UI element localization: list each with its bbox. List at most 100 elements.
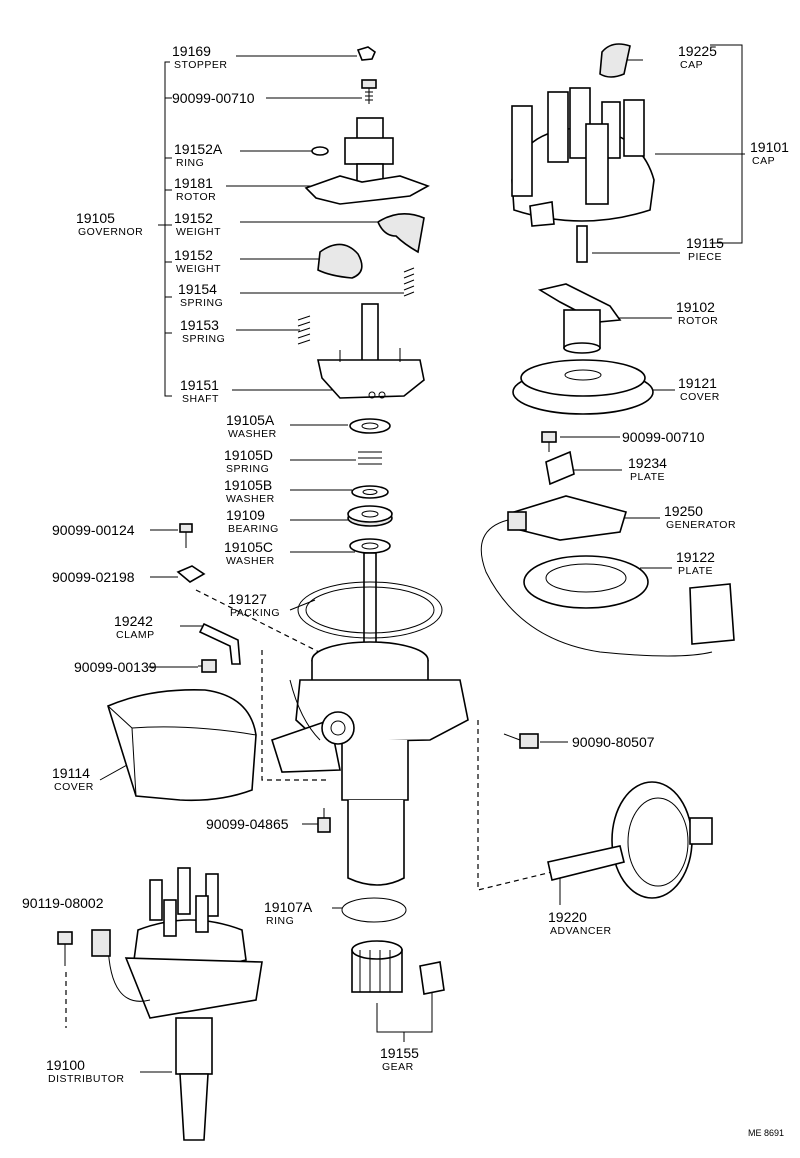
signal-generator-part-19250 — [480, 495, 713, 657]
part-number: 19154 — [178, 281, 217, 297]
part-number: 19122 — [676, 549, 715, 565]
part-number: 19105A — [226, 412, 275, 428]
part-number: 19152A — [174, 141, 223, 157]
part-name: SPRING — [180, 297, 223, 309]
part-label-90090-80507: 90090-80507 — [572, 734, 655, 750]
part-number: 19127 — [228, 591, 267, 607]
part-number: 19152 — [174, 210, 213, 226]
screw-part-80507 — [503, 733, 539, 749]
screw-part-1 — [361, 79, 377, 104]
piece-part-19115 — [576, 225, 588, 263]
part-name: WASHER — [226, 493, 275, 505]
ring-part — [311, 146, 329, 156]
vacuum-advancer-part-19220 — [547, 781, 713, 899]
part-label-90119-08002: 90119-08002 — [22, 895, 104, 911]
bearing-part — [347, 505, 393, 527]
part-name: SHAFT — [182, 393, 219, 405]
part-name: WASHER — [228, 428, 277, 440]
screw-part-00124 — [179, 523, 193, 548]
cover-part-19114 — [107, 689, 257, 802]
part-number: 90099-00139 — [74, 659, 157, 675]
governor-rotor-part — [304, 117, 430, 205]
spring-part-2 — [297, 315, 311, 345]
part-number: 19109 — [226, 507, 265, 523]
part-label-90099-00124: 90099-00124 — [52, 522, 135, 538]
governor-bracket — [158, 61, 172, 397]
washer-c-part — [349, 538, 391, 554]
dust-cover-part-19121 — [512, 359, 654, 415]
drawing-reference-code: ME 8691 — [748, 1128, 784, 1138]
part-number: 19114 — [52, 765, 90, 781]
clip-part-02198 — [176, 565, 206, 583]
part-number: 19100 — [46, 1057, 85, 1073]
o-ring-part-19107A — [341, 897, 407, 923]
part-number: 90119-08002 — [22, 895, 104, 911]
part-labels: 19169STOPPER90099-0071019152ARING19181RO… — [22, 43, 789, 1085]
screw-part-04865 — [317, 808, 331, 833]
part-name: WASHER — [226, 555, 275, 567]
part-number: 19107A — [264, 899, 313, 915]
part-name: RING — [176, 157, 204, 169]
part-label-90099-04865: 90099-04865 — [206, 816, 289, 832]
part-name: RING — [266, 915, 294, 927]
part-name: ROTOR — [176, 191, 216, 203]
part-number: 19234 — [628, 455, 667, 471]
part-label-90099-00710b: 90099-00710 — [622, 429, 705, 445]
part-name: CAP — [752, 155, 775, 167]
screw-part-00710b — [541, 431, 557, 452]
part-name: BEARING — [228, 523, 279, 535]
washer-b-part — [351, 485, 389, 499]
breaker-plate-part-19122 — [523, 555, 735, 645]
part-name: COVER — [54, 781, 94, 793]
part-number: 90099-00710 — [622, 429, 705, 445]
part-name: GEAR — [382, 1061, 414, 1073]
part-name: COVER — [680, 391, 720, 403]
part-name: SPRING — [226, 463, 269, 475]
part-number: 90099-00710 — [172, 90, 255, 106]
part-number: 19169 — [172, 43, 211, 59]
part-number: 19242 — [114, 613, 153, 629]
part-number: 19105C — [224, 539, 273, 555]
weight-part-1 — [376, 213, 425, 254]
leader-lines — [99, 44, 745, 1073]
part-number: 19105 — [76, 210, 115, 226]
part-number: 19153 — [180, 317, 219, 333]
gear-part-19155 — [351, 940, 445, 995]
part-name: ROTOR — [678, 315, 718, 327]
part-number: 19102 — [676, 299, 715, 315]
part-number: 19250 — [664, 503, 703, 519]
washer-a-part — [349, 418, 391, 434]
part-number: 90099-00124 — [52, 522, 135, 538]
distributor-assembly-part — [57, 867, 263, 1141]
part-number: 19105B — [224, 477, 272, 493]
part-number: 19105D — [224, 447, 273, 463]
stopper-part — [356, 46, 376, 61]
housing-body — [271, 641, 469, 886]
small-cap-part-19225 — [599, 43, 631, 78]
plate-part-19234 — [545, 450, 575, 486]
part-number: 19121 — [678, 375, 717, 391]
part-number: 19155 — [380, 1045, 419, 1061]
